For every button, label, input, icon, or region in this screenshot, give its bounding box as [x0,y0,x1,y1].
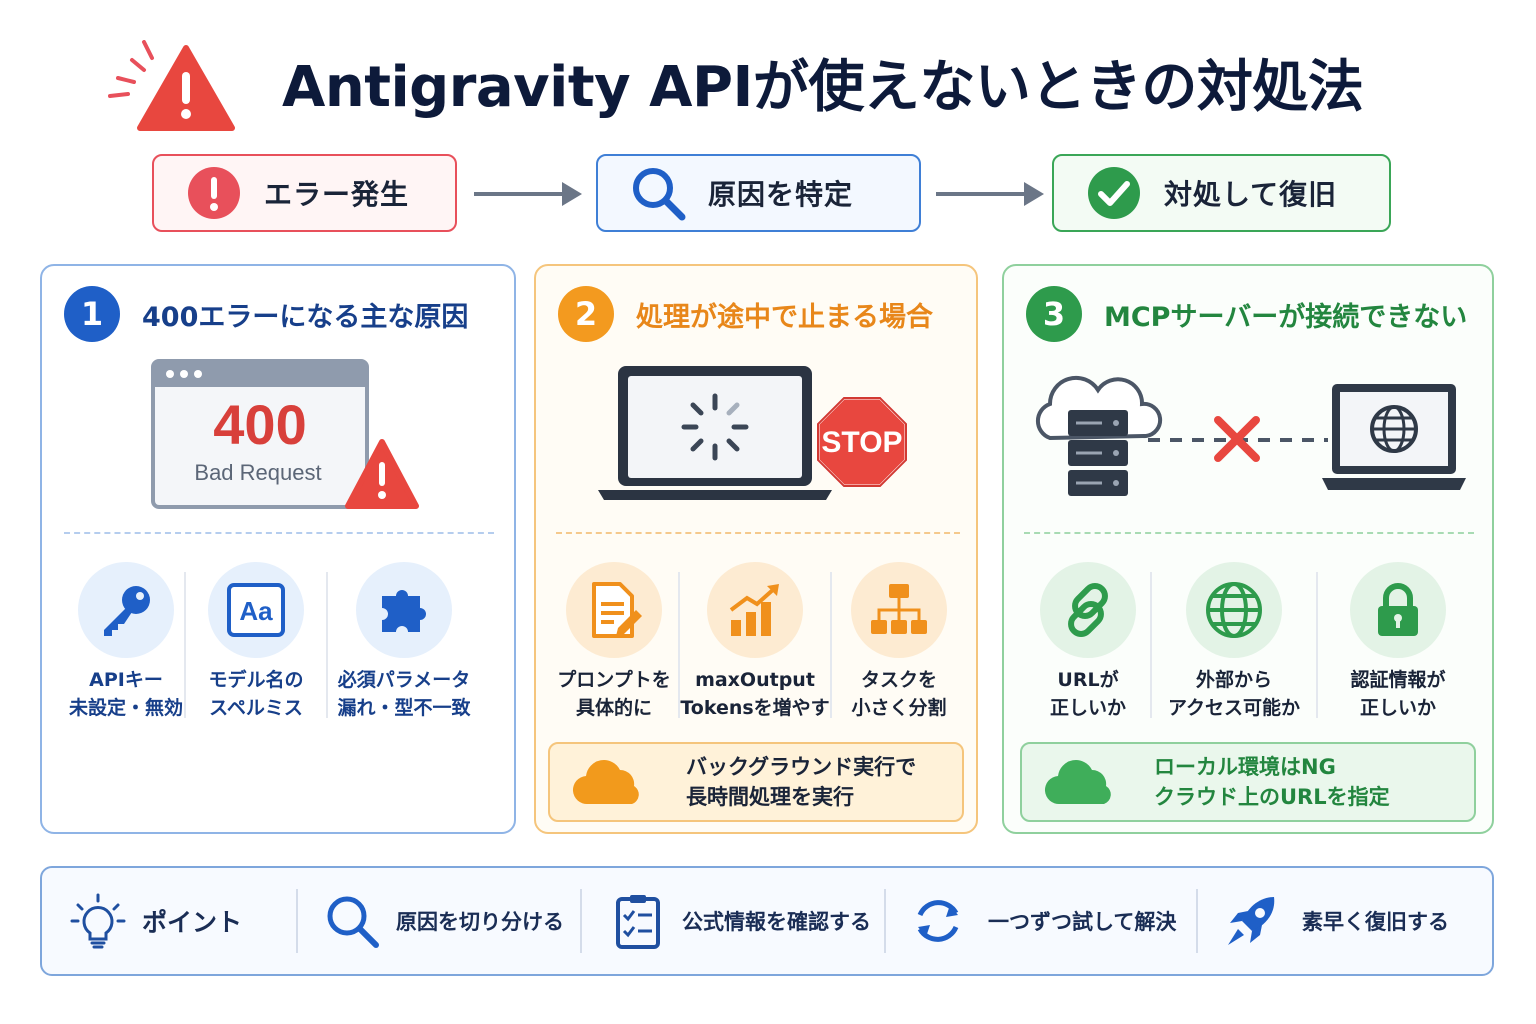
item-url-correct: URLが正しいか [1026,562,1150,722]
point-quick-recovery: 素早く復旧する [1224,868,1464,974]
step-recover-label: 対処して復旧 [1164,178,1338,211]
number-badge: 2 [558,286,614,342]
point-heading: ポイント [70,868,296,974]
search-icon [327,896,379,948]
step-recover: 対処して復旧 [1052,154,1391,232]
cloud-server-icon [1035,375,1163,496]
page-title: Antigravity APIが使えないときの対処法 [282,55,1364,120]
step-identify-label: 原因を特定 [708,178,854,211]
number-badge: 1 [64,286,120,342]
step-error-label: エラー発生 [264,178,410,211]
arrow-right-icon [474,182,582,206]
divider [556,532,960,534]
card-title: 処理が途中で止まる場合 [636,301,933,333]
number-badge: 3 [1026,286,1082,342]
browser-window-icon: 400 Bad Request [151,359,419,509]
bar-chart-up-icon [729,584,779,636]
card-process-stops: 2 処理が途中で止まる場合 STOP [534,264,978,834]
error-text: Bad Request [194,460,321,485]
lightbulb-icon [70,893,126,949]
point-try-one-by-one: 一つずつ試して解決 [910,868,1196,974]
error-circle-icon [188,167,240,219]
step-error: エラー発生 [152,154,457,232]
rocket-icon [1228,897,1275,945]
divider [1024,532,1474,534]
font-aa-icon: Aa [227,583,285,637]
key-icon [104,586,150,636]
document-pencil-icon [592,582,642,638]
card-400-error: 1 400エラーになる主な原因 400 Bad Request APIキー未設定… [40,264,516,834]
note-background-run: バックグラウンド実行で長時間処理を実行 [548,742,964,822]
check-circle-icon [1088,167,1140,219]
point-isolate-cause: 原因を切り分ける [324,868,580,974]
item-auth-correct: 認証情報が正しいか [1318,562,1478,722]
svg-text:Aa: Aa [239,596,273,626]
error-code: 400 [213,393,306,456]
puzzle-icon [382,590,426,632]
item-api-key: APIキー未設定・無効 [68,562,184,722]
card-mcp-connection: 3 MCPサーバーが接続できない [1002,264,1494,834]
laptop-globe-icon [1322,384,1466,490]
globe-icon [1206,582,1262,638]
point-check-official: 公式情報を確認する [610,868,884,974]
hierarchy-icon [871,584,927,634]
stop-text: STOP [821,426,902,459]
divider [64,532,494,534]
refresh-icon [917,900,959,942]
item-external-access: 外部からアクセス可能か [1152,562,1316,722]
server-laptop-disconnected [1035,375,1466,496]
disconnect-x-icon [1214,416,1260,462]
laptop-loading-icon: STOP [598,366,908,500]
checklist-icon [616,895,660,949]
item-model-name: Aa モデル名のスペルミス [186,562,326,722]
item-required-params: 必須パラメータ漏れ・型不一致 [328,562,480,722]
lock-icon [1378,583,1418,636]
points-bar: ポイント 原因を切り分ける 公式情報を確認する 一つずつ試して解決 [40,866,1494,976]
warning-triangle-icon [108,40,235,131]
arrow-right-icon [936,182,1044,206]
item-specific-prompt: プロンプトを具体的に [550,562,678,722]
search-icon [633,168,686,221]
item-split-tasks: タスクを小さく分割 [832,562,966,722]
cloud-icon [1044,760,1111,805]
card-title: 400エラーになる主な原因 [142,301,469,333]
cloud-icon [572,760,639,805]
step-identify-cause: 原因を特定 [596,154,921,232]
card-title: MCPサーバーが接続できない [1104,301,1468,333]
link-icon [1068,583,1108,637]
